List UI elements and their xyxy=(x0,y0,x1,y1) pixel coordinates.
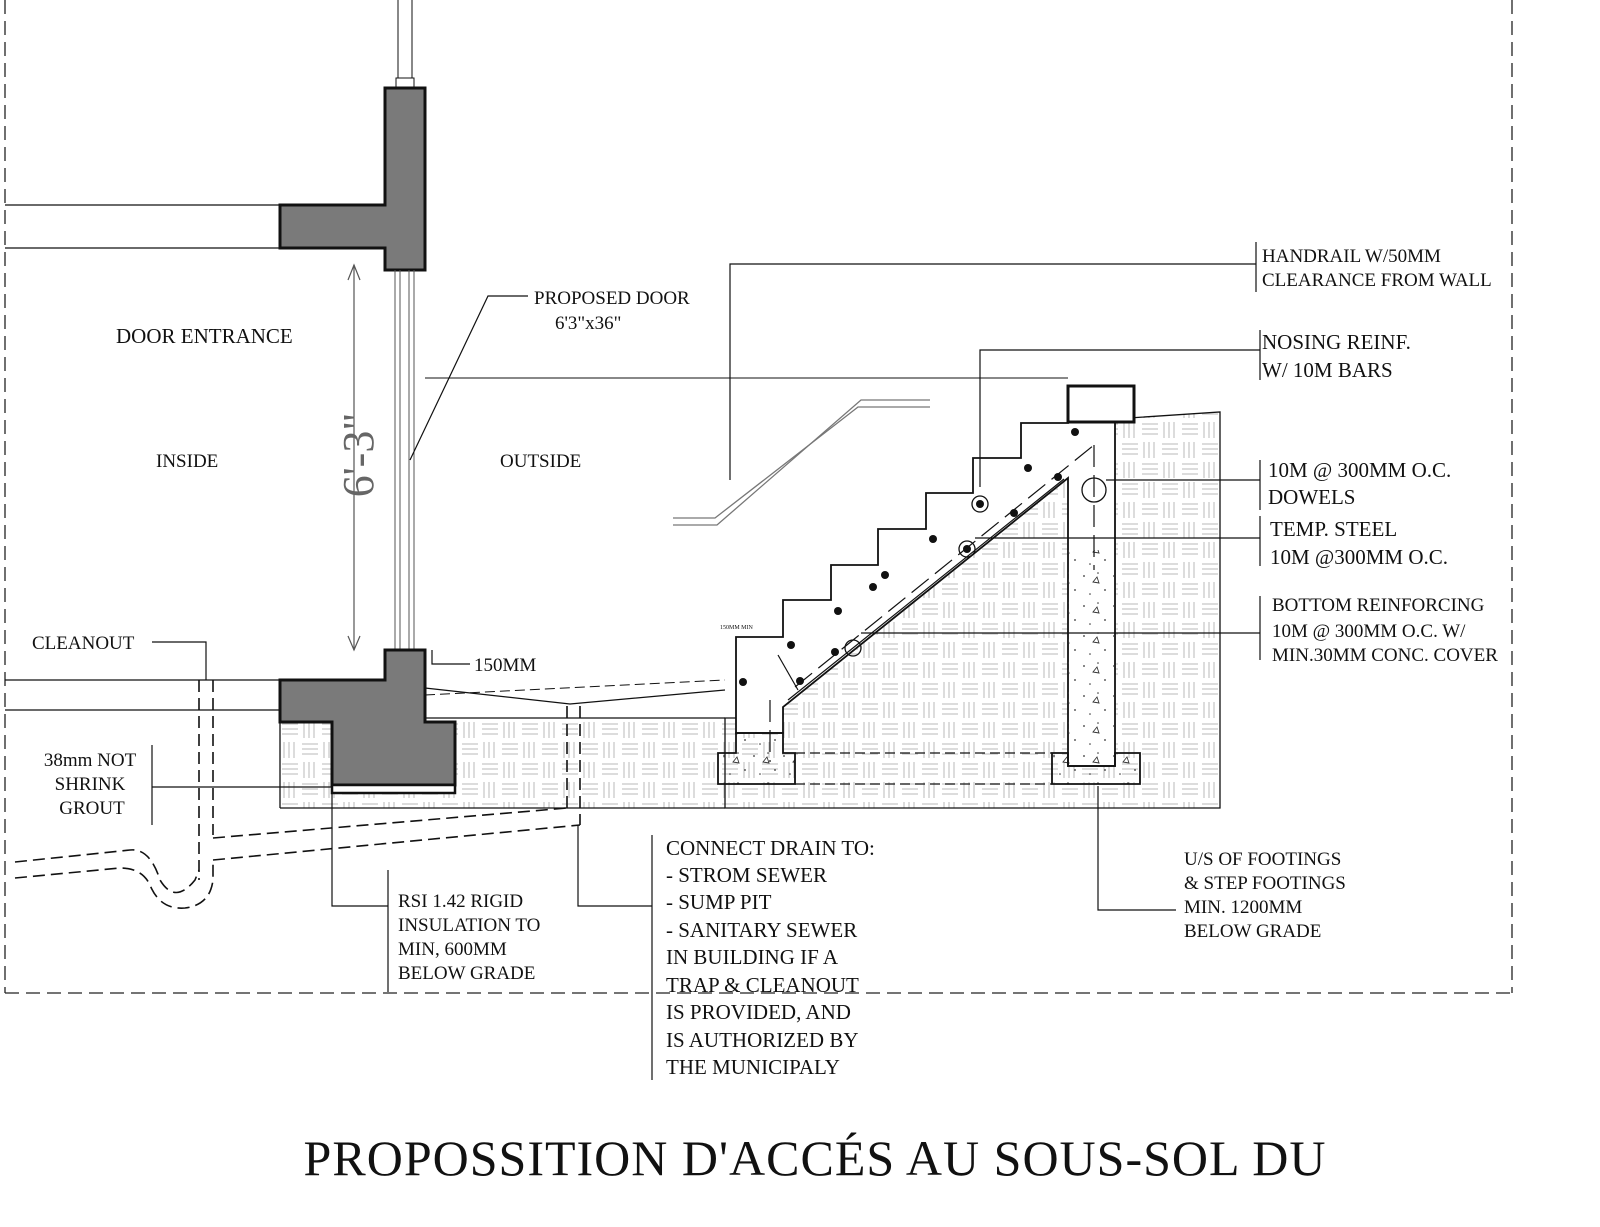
drain-line-4: - SANITARY SEWER xyxy=(666,918,857,942)
drain-line-9: THE MUNICIPALY xyxy=(666,1055,840,1079)
handrail-line-1: HANDRAIL W/50MM xyxy=(1262,246,1441,267)
insulation-line-4: BELOW GRADE xyxy=(398,963,535,984)
label-proposed-door: PROPOSED DOOR xyxy=(534,288,690,309)
sheet-border xyxy=(4,0,1513,994)
height-dimension-text: 6'-3" xyxy=(334,413,383,498)
label-insulation: RSI 1.42 RIGID INSULATION TO MIN, 600MM … xyxy=(398,891,540,984)
drawing-title: PROPOSSITION D'ACCÉS AU SOUS-SOL DU xyxy=(304,1130,1327,1186)
handrail-line-2: CLEARANCE FROM WALL xyxy=(1262,270,1492,291)
footings-line-2: & STEP FOOTINGS xyxy=(1184,873,1346,894)
label-temp-steel: TEMP. STEEL 10M @300MM O.C. xyxy=(1270,517,1448,569)
label-grout: 38mm NOT SHRINK GROUT xyxy=(44,750,137,819)
label-outside: OUTSIDE xyxy=(500,451,581,472)
rebar-dots xyxy=(739,428,1107,686)
drain-line-6: TRAP & CLEANOUT xyxy=(666,973,859,997)
bottom-reinf-line-2: 10M @ 300MM O.C. W/ xyxy=(1272,621,1466,642)
dowels-line-1: 10M @ 300MM O.C. xyxy=(1268,458,1451,482)
label-handrail: HANDRAIL W/50MM CLEARANCE FROM WALL xyxy=(1262,246,1492,291)
label-proposed-door-size: 6'3"x36" xyxy=(555,313,621,334)
label-nosing: NOSING REINF. W/ 10M BARS xyxy=(1262,330,1411,382)
label-connect-drain: CONNECT DRAIN TO: - STROM SEWER - SUMP P… xyxy=(666,836,875,1079)
label-cleanout: CLEANOUT xyxy=(32,633,135,654)
insulation-line-2: INSULATION TO xyxy=(398,915,540,936)
insulation-line-1: RSI 1.42 RIGID xyxy=(398,891,523,912)
label-footings: U/S OF FOOTINGS & STEP FOOTINGS MIN. 120… xyxy=(1184,849,1346,942)
nosing-line-2: W/ 10M BARS xyxy=(1262,358,1393,382)
bottom-reinf-line-1: BOTTOM REINFORCING xyxy=(1272,595,1485,616)
existing-wall xyxy=(5,0,1068,795)
footings-line-4: BELOW GRADE xyxy=(1184,921,1321,942)
label-150mm-min: 150MM MIN xyxy=(720,625,754,631)
drain-line-7: IS PROVIDED, AND xyxy=(666,1000,851,1024)
drain-line-2: - STROM SEWER xyxy=(666,863,827,887)
grout-line-2: SHRINK xyxy=(55,774,126,795)
label-inside: INSIDE xyxy=(156,451,218,472)
label-door-entrance: DOOR ENTRANCE xyxy=(116,324,293,348)
label-150mm: 150MM xyxy=(474,655,536,676)
label-dowels: 10M @ 300MM O.C. DOWELS xyxy=(1268,458,1451,509)
footings-line-3: MIN. 1200MM xyxy=(1184,897,1302,918)
nosing-line-1: NOSING REINF. xyxy=(1262,330,1411,354)
drain-line-1: CONNECT DRAIN TO: xyxy=(666,836,875,860)
drain-line-8: IS AUTHORIZED BY xyxy=(666,1028,859,1052)
label-bottom-reinforcing: BOTTOM REINFORCING 10M @ 300MM O.C. W/ M… xyxy=(1272,595,1498,666)
grout-line-1: 38mm NOT xyxy=(44,750,137,771)
grout-line-3: GROUT xyxy=(59,798,125,819)
leader-lines xyxy=(151,242,1261,1080)
insulation-line-3: MIN, 600MM xyxy=(398,939,507,960)
bottom-reinf-line-3: MIN.30MM CONC. COVER xyxy=(1272,645,1498,666)
drain-line-3: - SUMP PIT xyxy=(666,890,772,914)
dowels-line-2: DOWELS xyxy=(1268,485,1356,509)
footings-line-1: U/S OF FOOTINGS xyxy=(1184,849,1341,870)
handrail xyxy=(673,399,930,526)
drain-line-5: IN BUILDING IF A xyxy=(666,945,839,969)
drain-pipe xyxy=(14,680,581,909)
height-dimension xyxy=(347,263,361,652)
temp-steel-line-2: 10M @300MM O.C. xyxy=(1270,545,1448,569)
temp-steel-line-1: TEMP. STEEL xyxy=(1270,517,1397,541)
